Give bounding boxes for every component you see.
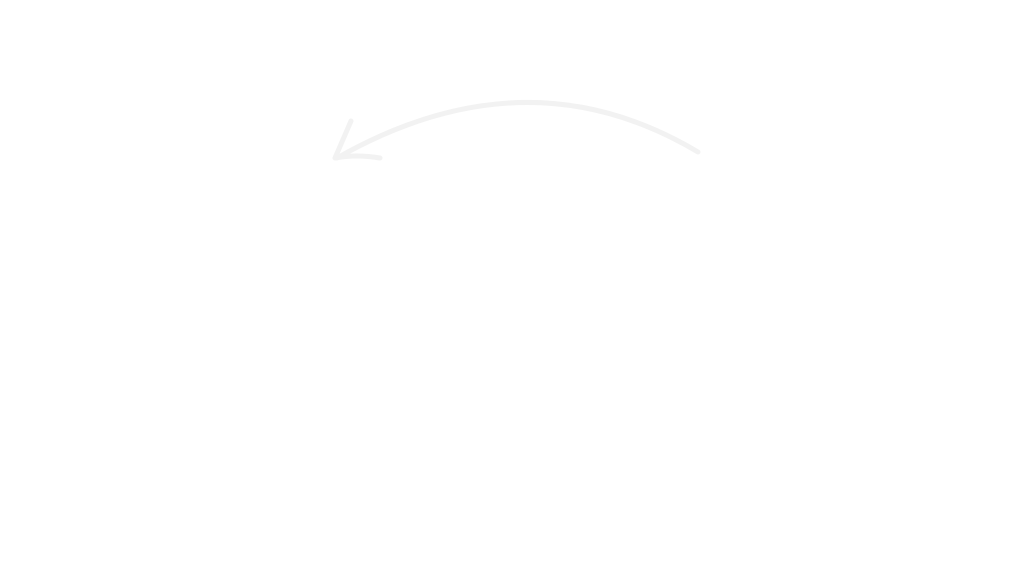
arrow-arc <box>334 100 701 161</box>
arrow-head <box>332 118 383 161</box>
